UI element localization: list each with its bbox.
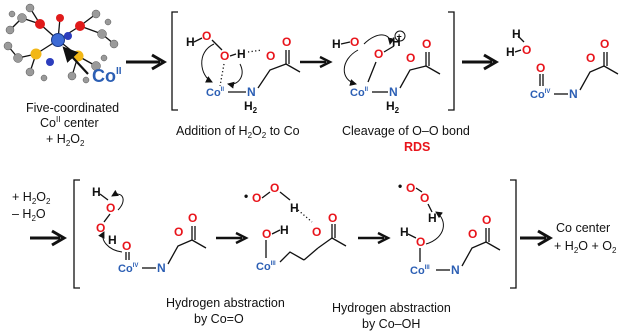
reagents-plus-h2o2: + H2O2 [12,190,51,206]
svg-text:H: H [392,35,401,49]
svg-text:N: N [569,87,578,101]
structure-coiii-oh-radical: • O O H O H CoIII O O [244,181,347,273]
caption-coii-center: CoII center [40,115,99,130]
svg-text:H: H [506,45,515,59]
reagents-minus-h2o: – H2O [12,207,46,223]
svg-text:H2: H2 [244,99,258,115]
svg-text:O: O [586,51,595,65]
svg-text:N: N [247,85,256,99]
svg-text:O: O [270,181,279,195]
svg-text:O: O [406,51,415,65]
bracket-left-1 [171,11,178,111]
coii-label: CoII [92,66,122,86]
svg-text:O: O [522,43,531,57]
svg-text:H: H [186,35,195,49]
svg-text:O: O [174,225,183,239]
svg-text:O: O [468,227,477,241]
svg-text:N: N [389,85,398,99]
svg-text:H: H [400,225,409,239]
svg-text:O: O [106,201,115,215]
svg-text:O: O [266,49,275,63]
svg-text:H: H [290,201,299,215]
svg-text:CoIV: CoIV [118,263,138,275]
svg-text:•: • [244,189,248,203]
caption-addition: Addition of H2O2 to Co [176,124,300,140]
reaction-arrow-1-head [151,53,167,71]
svg-text:CoII: CoII [350,87,368,99]
svg-text:CoII: CoII [206,87,224,99]
structure-coiv-h2o2: H O O H O CoIV N O O [92,185,207,275]
svg-text:H: H [108,233,117,247]
caption-cleavage: Cleavage of O–O bond [342,124,470,138]
product-h2o-o2: + H2O + O2 [554,239,617,255]
svg-text:O: O [350,35,359,49]
svg-text:O: O [328,211,337,225]
svg-text:H2: H2 [386,99,400,115]
bracket-left-2 [73,179,80,289]
caption-abstraction-1-line1: Hydrogen abstraction [166,296,285,310]
svg-text:•: • [398,179,402,193]
svg-text:O: O [282,35,291,49]
svg-text:O: O [220,49,229,63]
svg-text:O: O [122,239,131,253]
product-co-center: Co center [556,221,610,235]
rds-label: RDS [404,140,430,154]
svg-text:O: O [600,37,609,51]
svg-text:H: H [92,185,101,199]
bracket-right-2 [510,179,517,289]
svg-text:H: H [428,211,437,225]
caption-plus-h2o2: + H2O2 [46,132,85,148]
svg-text:CoIV: CoIV [530,89,550,101]
structure-coiii-oh-final: • O O H H O CoIII N O O [398,179,501,277]
svg-text:O: O [262,227,271,241]
svg-text:O: O [374,47,383,61]
svg-text:O: O [422,37,431,51]
svg-text:O: O [536,61,545,75]
svg-text:O: O [96,221,105,235]
svg-text:H: H [237,47,246,61]
svg-text:O: O [420,191,429,205]
caption-abstraction-2-line1: Hydrogen abstraction [332,301,451,315]
structure-addition: H O O H CoII N H2 O O [186,29,301,115]
svg-text:N: N [157,261,166,275]
svg-text:O: O [406,181,415,195]
structure-cleavage: H O O H + CoII N H2 O O [332,30,441,115]
structure-coiv-oxo: H O H O CoIV N O O [506,27,619,101]
caption-five-coordinated: Five-coordinated [26,101,119,115]
svg-text:O: O [482,213,491,227]
svg-text:CoIII: CoIII [256,261,276,273]
caption-abstraction-2-line2: by Co–OH [362,317,420,331]
svg-text:O: O [312,225,321,239]
svg-text:CoIII: CoIII [410,265,430,277]
svg-text:O: O [416,235,425,249]
svg-text:O: O [252,191,261,205]
bracket-right-1 [448,11,455,111]
svg-text:+: + [397,32,402,42]
svg-text:H: H [332,37,341,51]
svg-text:H: H [512,27,521,41]
ball-and-stick-model [3,3,119,84]
svg-text:H: H [280,223,289,237]
svg-text:N: N [451,263,460,277]
caption-abstraction-1-line2: by Co=O [194,312,244,326]
svg-text:O: O [188,211,197,225]
svg-text:O: O [202,29,211,43]
